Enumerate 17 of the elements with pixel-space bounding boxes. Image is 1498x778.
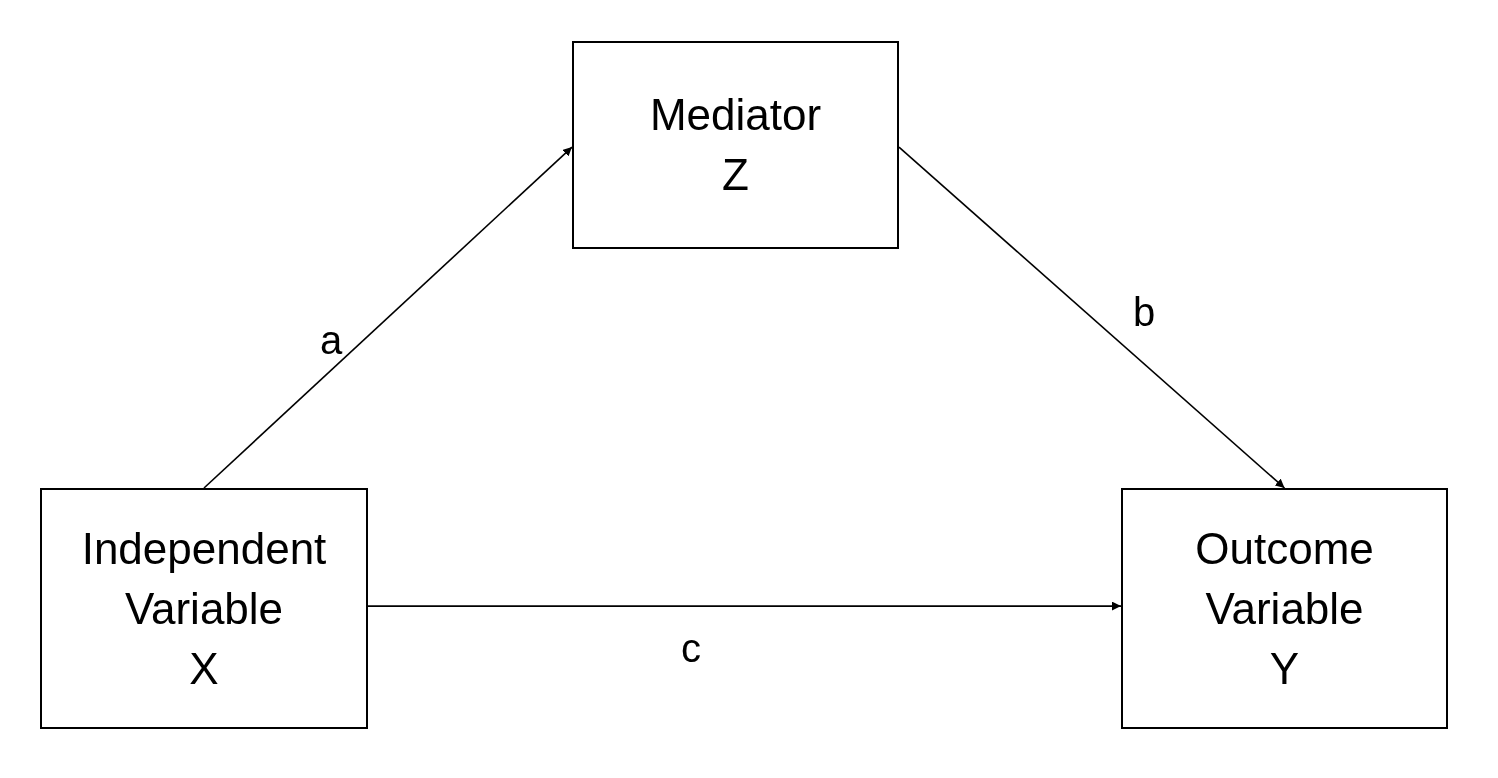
arrow — [203, 146, 573, 489]
node-label: X — [189, 642, 219, 695]
node-label: Y — [1269, 642, 1300, 695]
arrow — [898, 146, 1286, 489]
variable-box — [572, 41, 899, 249]
variable-box — [1121, 488, 1448, 729]
edge-label: c — [681, 626, 701, 670]
arrow — [367, 601, 1122, 611]
node-label: Variable — [1205, 582, 1364, 635]
variable-box — [40, 488, 368, 729]
edge-label: b — [1133, 290, 1156, 334]
node-label: Mediator — [649, 89, 822, 141]
node-label: Z — [722, 149, 749, 201]
node-label: Variable — [124, 582, 284, 635]
node-label: Independent — [81, 522, 327, 575]
edge-label: a — [320, 318, 343, 362]
node-label: Outcome — [1195, 522, 1374, 575]
